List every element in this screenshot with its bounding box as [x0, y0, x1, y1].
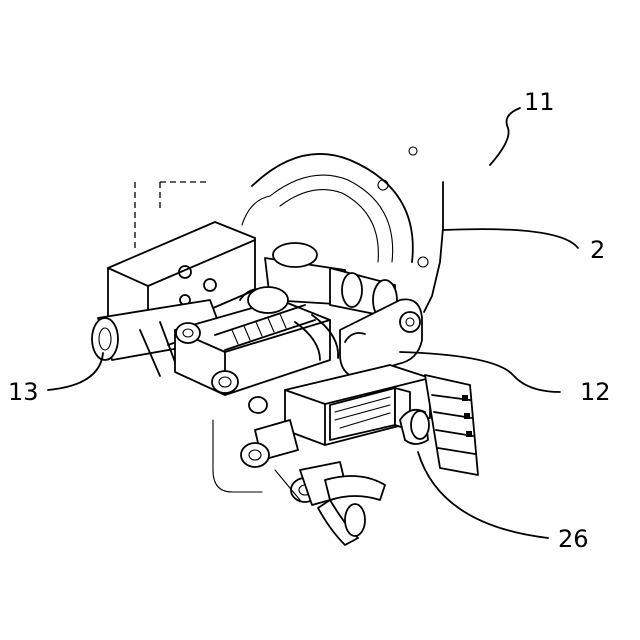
leader-line-2 — [444, 229, 578, 248]
ref-label-2: 2 — [590, 236, 605, 264]
leader-line-13 — [48, 353, 103, 390]
leader-line-26 — [418, 452, 548, 538]
leader-line-11 — [490, 108, 520, 165]
rocker-arm — [340, 299, 422, 378]
ref-label-11: 11 — [524, 88, 555, 116]
ref-label-26: 26 — [558, 525, 589, 553]
ref-label-12: 12 — [580, 378, 611, 406]
ref-label-13: 13 — [8, 378, 39, 406]
